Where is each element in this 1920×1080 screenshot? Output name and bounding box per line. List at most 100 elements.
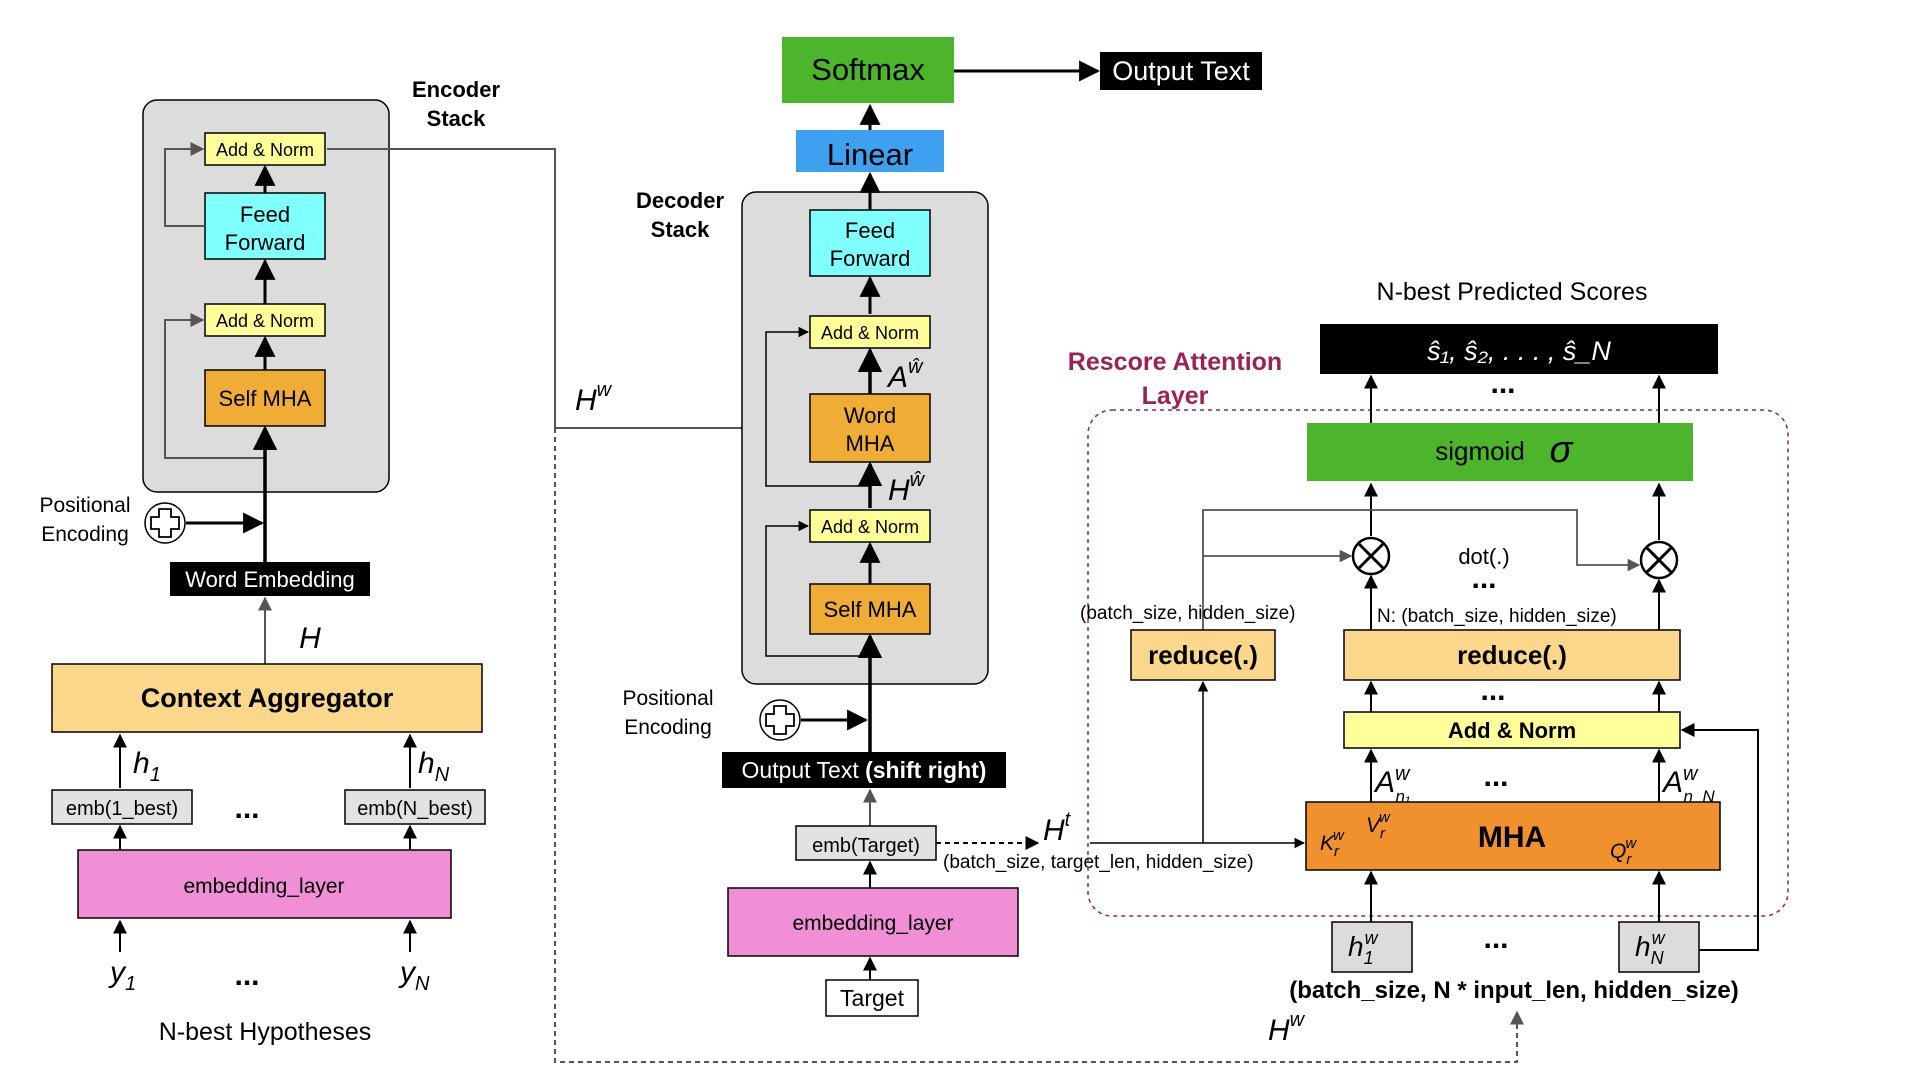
context-aggregator-label: Context Aggregator bbox=[141, 683, 394, 713]
encoder-residual-1 bbox=[164, 313, 265, 459]
encoder-positional-label: Positional bbox=[39, 494, 130, 517]
linear-label: Linear bbox=[827, 137, 913, 172]
h-what-label: Hŵ bbox=[888, 469, 926, 507]
rescore-add-norm-label: Add & Norm bbox=[1448, 718, 1576, 743]
rescore-section: Rescore Attention Layer N-best Predicted… bbox=[1068, 278, 1789, 1004]
output-shift-label: Output Text (shift right) bbox=[742, 757, 987, 783]
v-label: Vrw bbox=[1366, 809, 1391, 842]
encoder-positional-label-2: Encoding bbox=[41, 523, 129, 546]
rescore-title: Rescore Attention bbox=[1068, 348, 1282, 376]
encoder-add-norm-bottom-label: Add & Norm bbox=[216, 311, 314, 331]
n-best-hypotheses-caption: N-best Hypotheses bbox=[159, 1018, 372, 1046]
rescore-add-norm bbox=[1343, 711, 1681, 749]
decoder-embedding-layer-label: embedding_layer bbox=[792, 912, 953, 935]
ht-label: Ht bbox=[1043, 809, 1072, 847]
target-label: Target bbox=[840, 985, 905, 1011]
sigmoid-label: sigmoid bbox=[1435, 436, 1525, 466]
input-shape: (batch_size, N * input_len, hidden_size) bbox=[1289, 977, 1738, 1004]
encoder-to-decoder-arrow bbox=[327, 148, 805, 435]
decoder-feed-forward-label: Feed bbox=[845, 218, 895, 243]
sigmoid-box bbox=[1307, 423, 1693, 481]
y1-label: y1 bbox=[108, 956, 136, 995]
encoder-plus-icon-cross bbox=[150, 508, 180, 538]
h-label: H bbox=[299, 622, 321, 655]
h1w-label: h1w bbox=[1348, 928, 1379, 968]
word-mha-box bbox=[809, 393, 931, 463]
emb-N-best-box bbox=[344, 789, 486, 825]
h1-label: h1 bbox=[133, 747, 161, 786]
encoder-title: Encoder bbox=[412, 77, 500, 102]
word-embedding-label: Word Embedding bbox=[185, 567, 355, 592]
y-ellipsis: ... bbox=[234, 959, 259, 992]
emb-target-label: emb(Target) bbox=[812, 835, 920, 857]
encoder-add-norm-bottom bbox=[204, 303, 326, 337]
decoder-residual-2 bbox=[765, 326, 870, 487]
decoder-add-norm-bottom-label: Add & Norm bbox=[821, 517, 919, 537]
multiply-icon-2 bbox=[1639, 540, 1679, 580]
encoder-embedding-layer-label: embedding_layer bbox=[183, 875, 344, 898]
context-aggregator-box bbox=[51, 663, 483, 733]
reduce-left-to-mult-2 bbox=[1202, 509, 1641, 572]
decoder-section: Softmax Output Text Linear Decoder Stack… bbox=[622, 37, 1262, 1017]
hw-ellipsis: ... bbox=[1483, 922, 1508, 955]
word-embedding-box bbox=[170, 562, 370, 596]
hN-label: hN bbox=[418, 747, 450, 786]
scores-box-label: ŝ₁, ŝ₂, . . . , ŝ_N bbox=[1427, 336, 1611, 366]
encoder-feed-forward-label-2: Forward bbox=[225, 230, 306, 255]
hNw-box bbox=[1618, 921, 1700, 973]
decoder-feed-forward-label-2: Forward bbox=[830, 246, 911, 271]
encoder-add-norm-top-label: Add & Norm bbox=[216, 140, 314, 160]
output-text-label: Output Text bbox=[1112, 56, 1250, 86]
decoder-feed-forward bbox=[809, 209, 931, 277]
scores-ellipsis: ... bbox=[1490, 367, 1515, 400]
h1w-box bbox=[1331, 921, 1413, 973]
decoder-self-mha-label: Self MHA bbox=[824, 597, 917, 622]
encoder-self-mha-label: Self MHA bbox=[219, 386, 312, 411]
decoder-positional-label: Positional bbox=[622, 687, 713, 710]
yN-label: yN bbox=[398, 956, 430, 995]
emb-target-box bbox=[795, 825, 937, 861]
softmax-label: Softmax bbox=[811, 52, 925, 87]
target-box bbox=[825, 979, 919, 1017]
encoder-feed-forward-label: Feed bbox=[240, 202, 290, 227]
decoder-add-norm-top-label: Add & Norm bbox=[821, 323, 919, 343]
reduce-right-box bbox=[1343, 629, 1681, 681]
hw-label-mid: Hw bbox=[575, 379, 613, 417]
rescore-mha-label: MHA bbox=[1478, 821, 1546, 854]
emb-1-best-box bbox=[51, 789, 193, 825]
reduce-ellipsis: ... bbox=[1480, 674, 1505, 707]
a-what-label: Aŵ bbox=[886, 356, 924, 394]
output-text-box bbox=[1100, 52, 1262, 90]
encoder-title-line2: Stack bbox=[427, 106, 486, 131]
encoder-embedding-layer bbox=[77, 849, 452, 919]
reduce-left-label: reduce(.) bbox=[1148, 640, 1258, 670]
hw-label-bottom: Hw bbox=[1268, 1009, 1306, 1047]
decoder-title-line2: Stack bbox=[651, 217, 710, 242]
q-label: Qrw bbox=[1610, 835, 1637, 868]
softmax-box bbox=[782, 37, 954, 103]
a-ellipsis: ... bbox=[1483, 760, 1508, 793]
ht-shape: (batch_size, target_len, hidden_size) bbox=[943, 852, 1254, 873]
emb-ellipsis: ... bbox=[234, 792, 259, 825]
emb-1-best-label: emb(1_best) bbox=[66, 798, 178, 820]
decoder-title: Decoder bbox=[636, 188, 724, 213]
decoder-embedding-layer bbox=[727, 887, 1019, 957]
decoder-plus-icon-cross bbox=[765, 705, 795, 735]
multiply-icon bbox=[1351, 536, 1391, 576]
dashed-hw-bottom bbox=[554, 428, 1524, 1063]
emb-N-best-label: emb(N_best) bbox=[357, 798, 473, 820]
shape-left: (batch_size, hidden_size) bbox=[1080, 603, 1295, 624]
dot-label: dot(.) bbox=[1458, 544, 1509, 569]
linear-box bbox=[796, 130, 944, 172]
scores-caption: N-best Predicted Scores bbox=[1377, 278, 1648, 306]
encoder-add-norm-top bbox=[204, 132, 326, 166]
word-mha-label: Word bbox=[844, 403, 896, 428]
rescore-mha-box bbox=[1305, 801, 1721, 871]
shape-right: N: (batch_size, hidden_size) bbox=[1377, 606, 1617, 627]
reduce-right-label: reduce(.) bbox=[1457, 640, 1567, 670]
hNw-label: hNw bbox=[1635, 928, 1666, 968]
encoder-residual-2 bbox=[164, 142, 205, 227]
